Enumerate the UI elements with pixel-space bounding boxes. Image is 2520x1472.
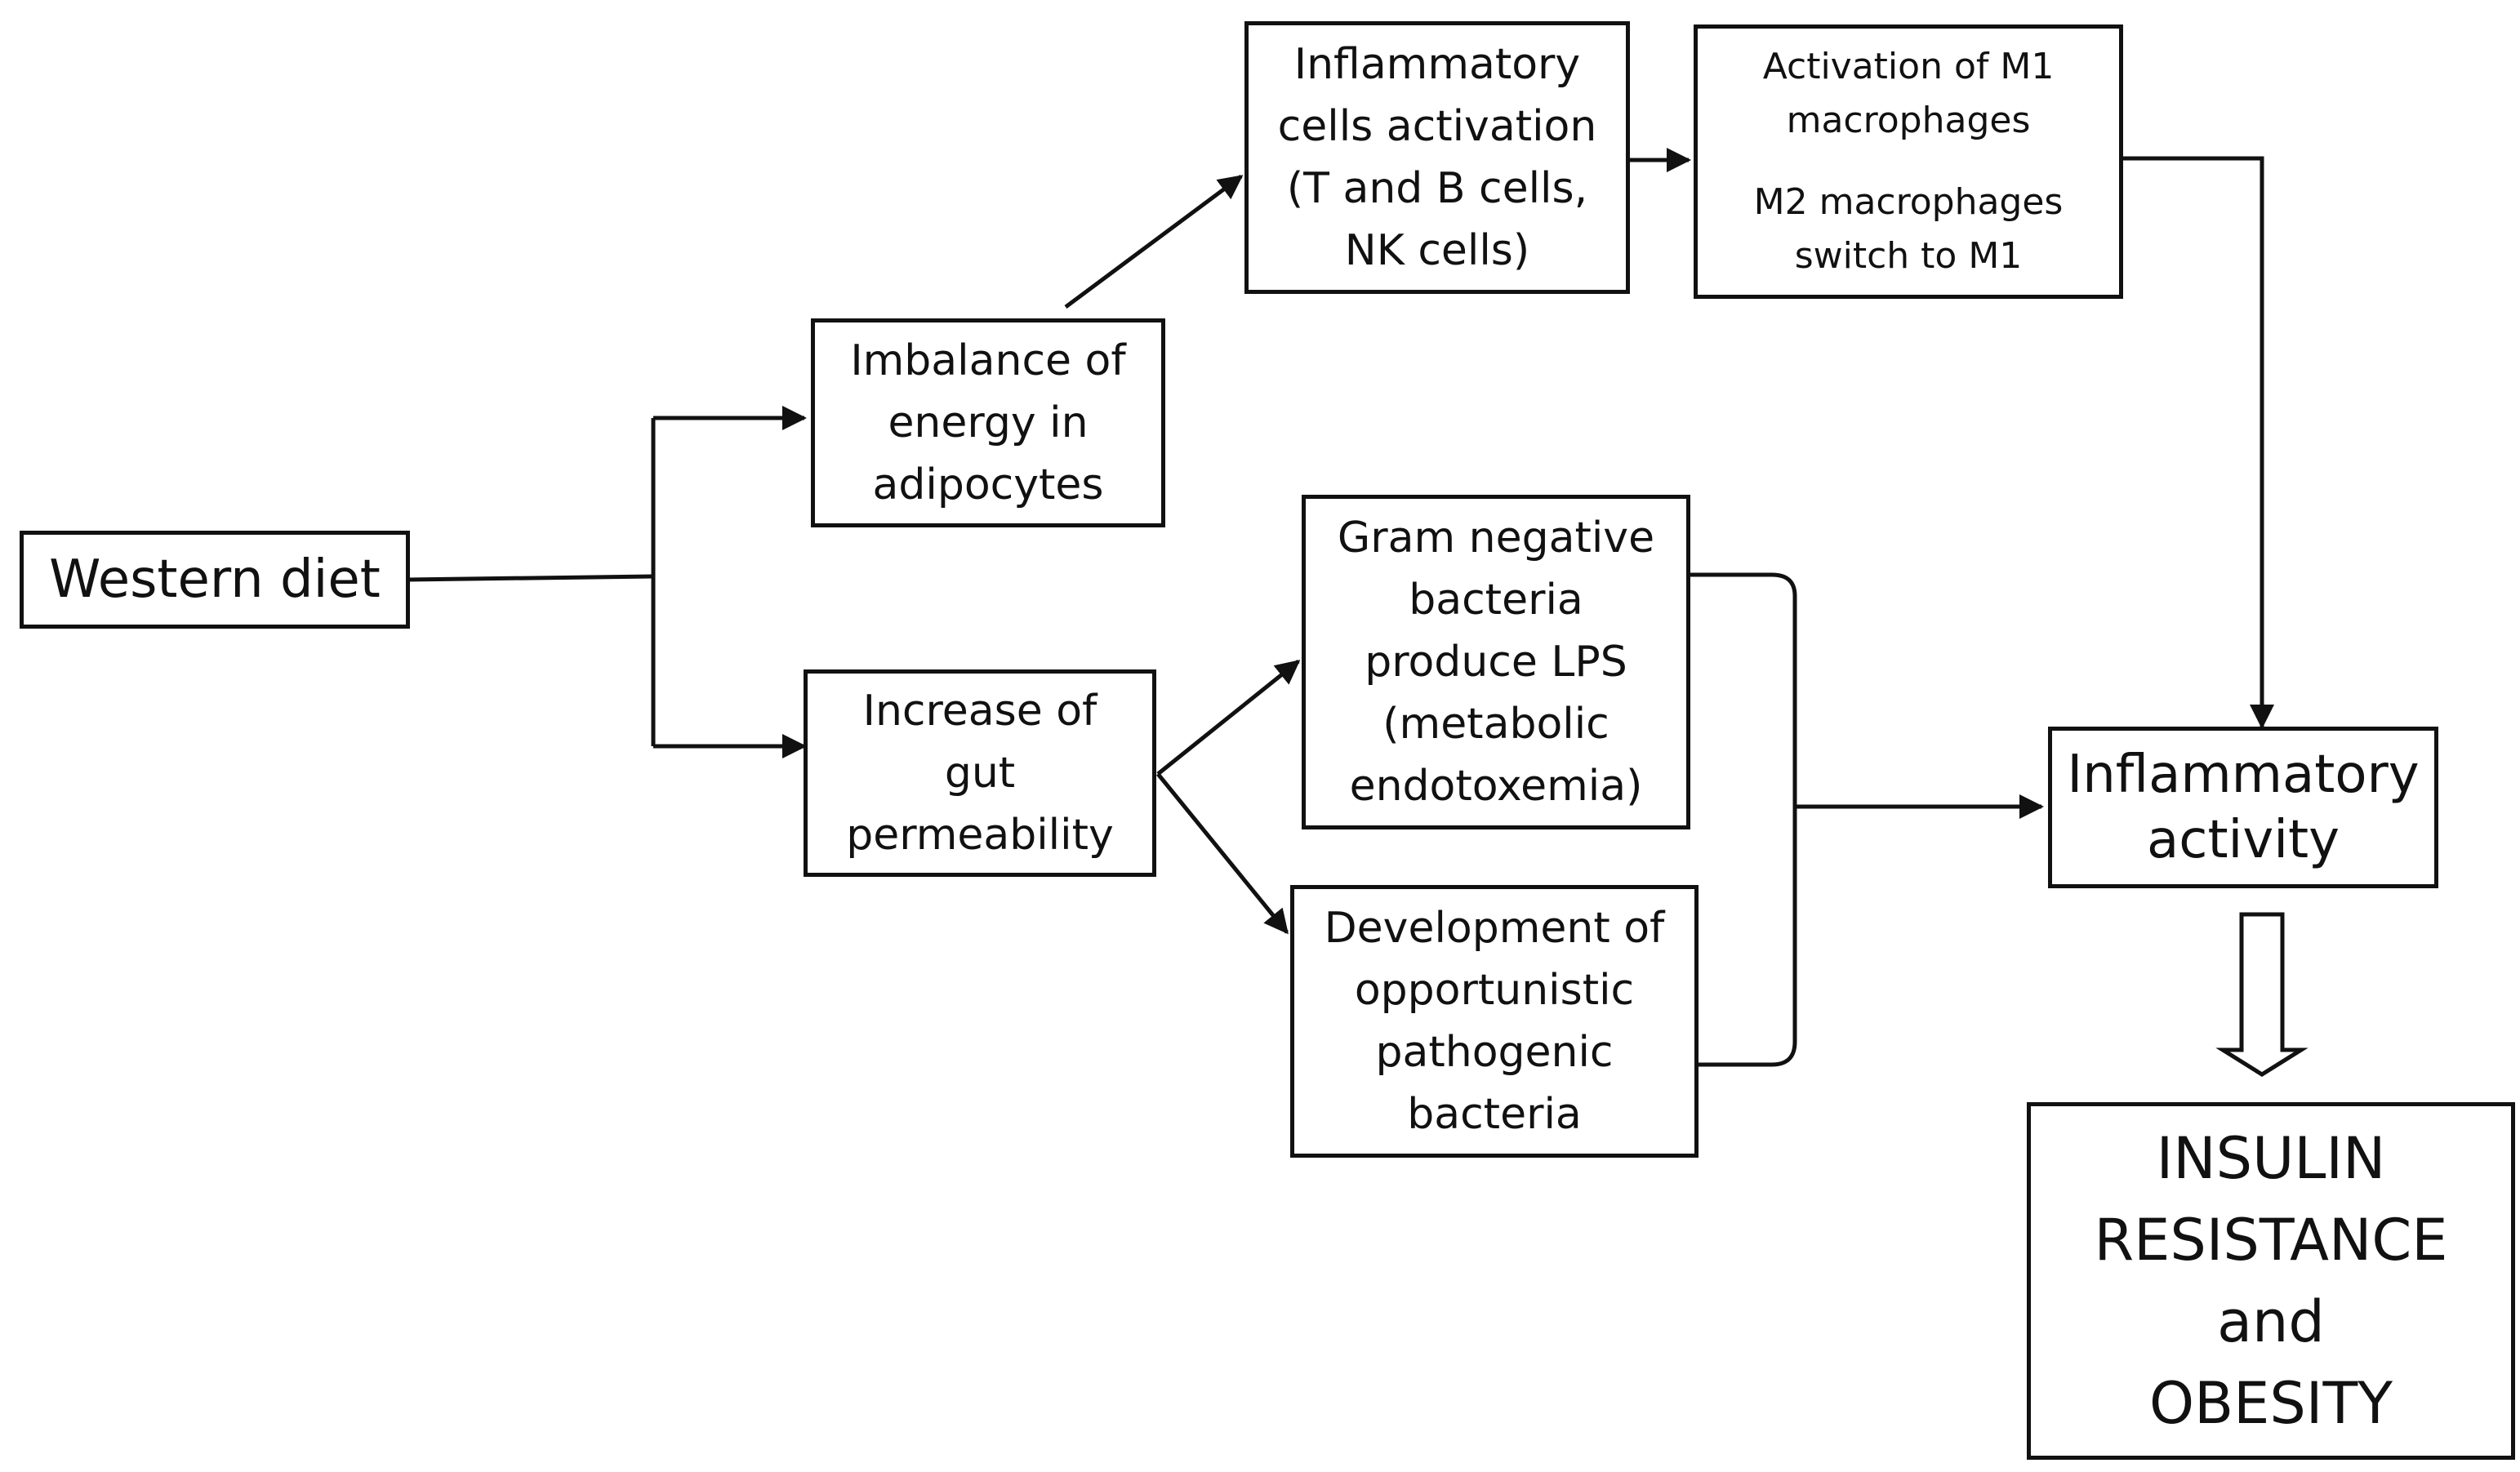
connector-diet-branch — [407, 574, 654, 582]
node-gut-permeability: Increase of gut permeability — [804, 669, 1156, 877]
node-label: Development of — [1324, 904, 1665, 953]
node-macrophages: Activation of M1 macrophages M2 macropha… — [1694, 24, 2123, 299]
node-label: opportunistic — [1354, 966, 1635, 1015]
node-label: bacteria — [1407, 1090, 1582, 1139]
node-label: Gram negative — [1337, 514, 1655, 563]
node-label: adipocytes — [872, 460, 1104, 509]
bracket-bacteria — [1690, 572, 1797, 1067]
node-label: (T and B cells, — [1286, 164, 1588, 213]
node-label: activity — [2147, 810, 2340, 870]
arrow-to-gram-negative — [1156, 660, 1301, 776]
node-label: Western diet — [49, 549, 381, 610]
node-label: OBESITY — [2149, 1370, 2393, 1437]
node-inflammatory-activity: Inflammatory activity — [2048, 727, 2438, 888]
node-label: RESISTANCE — [2094, 1207, 2448, 1274]
node-label: energy in — [888, 398, 1089, 447]
node-label: Increase of — [862, 687, 1097, 736]
node-label: Inflammatory — [1293, 40, 1581, 89]
node-label: gut — [944, 749, 1016, 798]
node-label: switch to M1 — [1794, 235, 2023, 277]
node-label: Imbalance of — [850, 336, 1126, 385]
node-label: macrophages — [1786, 100, 2031, 141]
node-label: NK cells) — [1344, 226, 1530, 275]
node-label: bacteria — [1409, 576, 1583, 625]
node-label: Inflammatory — [2067, 745, 2420, 805]
node-label: permeability — [846, 811, 1114, 860]
arrow-macrophages-to-activity — [2121, 156, 2274, 729]
arrow-to-opportunistic — [1156, 772, 1289, 935]
node-label: produce LPS — [1365, 638, 1627, 687]
node-label: and — [2217, 1288, 2325, 1355]
hollow-down-arrow — [2215, 912, 2309, 1077]
node-label: endotoxemia) — [1349, 762, 1643, 811]
node-label: Activation of M1 — [1762, 46, 2055, 87]
node-imbalance-energy: Imbalance of energy in adipocytes — [811, 318, 1165, 527]
node-label: M2 macrophages — [1753, 181, 2064, 223]
node-label: (metabolic — [1382, 700, 1610, 749]
node-western-diet: Western diet — [20, 531, 410, 629]
node-label: pathogenic — [1375, 1028, 1614, 1077]
node-gram-negative-bacteria: Gram negative bacteria produce LPS (meta… — [1302, 495, 1690, 829]
node-insulin-resistance-obesity: INSULIN RESISTANCE and OBESITY — [2027, 1102, 2515, 1460]
node-label: INSULIN — [2156, 1125, 2386, 1192]
node-inflammatory-cells: Inflammatory cells activation (T and B c… — [1244, 21, 1630, 294]
node-label: cells activation — [1277, 102, 1597, 151]
arrow-to-inflammatory-cells — [1064, 174, 1244, 309]
node-opportunistic-bacteria: Development of opportunistic pathogenic … — [1290, 885, 1699, 1158]
